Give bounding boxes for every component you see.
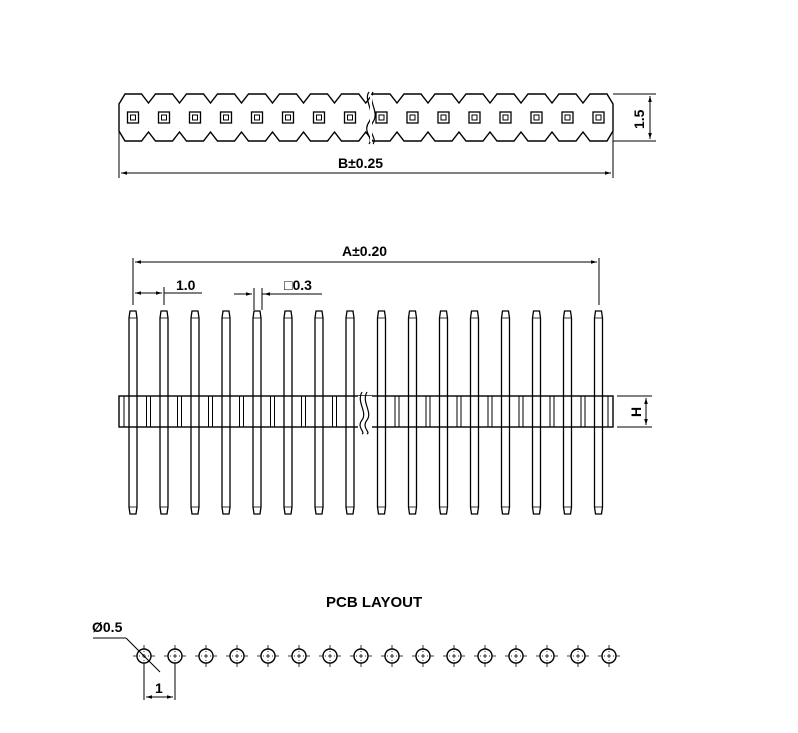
pin <box>438 310 449 515</box>
pcb-hole <box>474 645 496 667</box>
pcb-hole <box>536 645 558 667</box>
top-view-pads <box>126 111 605 124</box>
pin <box>500 310 511 515</box>
pcb-hole <box>164 645 186 667</box>
pad-square <box>468 111 481 124</box>
pcb-hole <box>226 645 248 667</box>
pcb-hole <box>443 645 465 667</box>
pins <box>128 310 604 515</box>
pcb-hole <box>195 645 217 667</box>
pin <box>562 310 573 515</box>
dimension-height-top-label: 1.5 <box>631 109 647 129</box>
pin <box>469 310 480 515</box>
pcb-layout: PCB LAYOUT Ø0.5 1 <box>92 594 620 700</box>
dimension-hole-diameter: Ø0.5 <box>92 619 161 673</box>
dimension-pin-size-label: □0.3 <box>284 277 312 293</box>
pad-square <box>157 111 171 124</box>
pin <box>407 310 418 515</box>
pcb-hole <box>505 645 527 667</box>
pcb-hole <box>412 645 434 667</box>
pad-square <box>250 111 264 124</box>
pcb-hole <box>567 645 589 667</box>
pad-square <box>437 111 450 124</box>
pcb-hole <box>598 645 620 667</box>
dimension-h: H <box>617 395 652 428</box>
dimension-pitch: 1.0 <box>135 277 202 305</box>
dimension-a: A±0.20 <box>132 243 600 305</box>
pin <box>283 310 293 515</box>
pad-square <box>312 111 326 124</box>
dimension-height-top: 1.5 <box>613 93 656 142</box>
pcb-hole <box>350 645 372 667</box>
pad-square <box>561 111 574 124</box>
dimension-pcb-pitch-label: 1 <box>155 680 163 696</box>
break-symbol-side <box>358 391 372 435</box>
pad-square <box>406 111 419 124</box>
pad-square <box>343 111 357 124</box>
pin <box>345 310 355 515</box>
pad-square <box>219 111 233 124</box>
pad-square <box>281 111 295 124</box>
pcb-hole <box>381 645 403 667</box>
pin <box>221 310 231 515</box>
pad-square <box>126 111 140 124</box>
pad-square <box>592 111 605 124</box>
top-view: B±0.25 1.5 <box>118 91 656 178</box>
pad-square <box>188 111 202 124</box>
pin <box>531 310 542 515</box>
pcb-hole <box>288 645 310 667</box>
pin <box>252 310 262 515</box>
break-symbol-top <box>366 91 376 145</box>
pcb-hole <box>319 645 341 667</box>
pin <box>159 310 169 515</box>
dimension-hole-diameter-label: Ø0.5 <box>92 619 123 635</box>
pin <box>190 310 200 515</box>
side-view: A±0.20 1.0 □0.3 <box>118 243 652 515</box>
pcb-holes <box>133 645 620 667</box>
dimension-pitch-label: 1.0 <box>176 277 196 293</box>
side-housing <box>118 395 614 428</box>
pcb-layout-title: PCB LAYOUT <box>326 594 422 611</box>
pin <box>314 310 324 515</box>
dimension-a-label: A±0.20 <box>342 243 387 259</box>
pad-square <box>499 111 512 124</box>
dimension-pcb-pitch: 1 <box>143 664 176 700</box>
pad-square <box>530 111 543 124</box>
pin <box>376 310 387 515</box>
pin <box>593 310 604 515</box>
dimension-b-label: B±0.25 <box>338 155 383 171</box>
pin <box>128 310 138 515</box>
dimension-pin-size: □0.3 <box>234 277 322 310</box>
dimension-h-label: H <box>628 407 644 417</box>
pcb-hole <box>257 645 279 667</box>
dimension-b: B±0.25 <box>118 126 614 178</box>
pad-square <box>375 111 388 124</box>
